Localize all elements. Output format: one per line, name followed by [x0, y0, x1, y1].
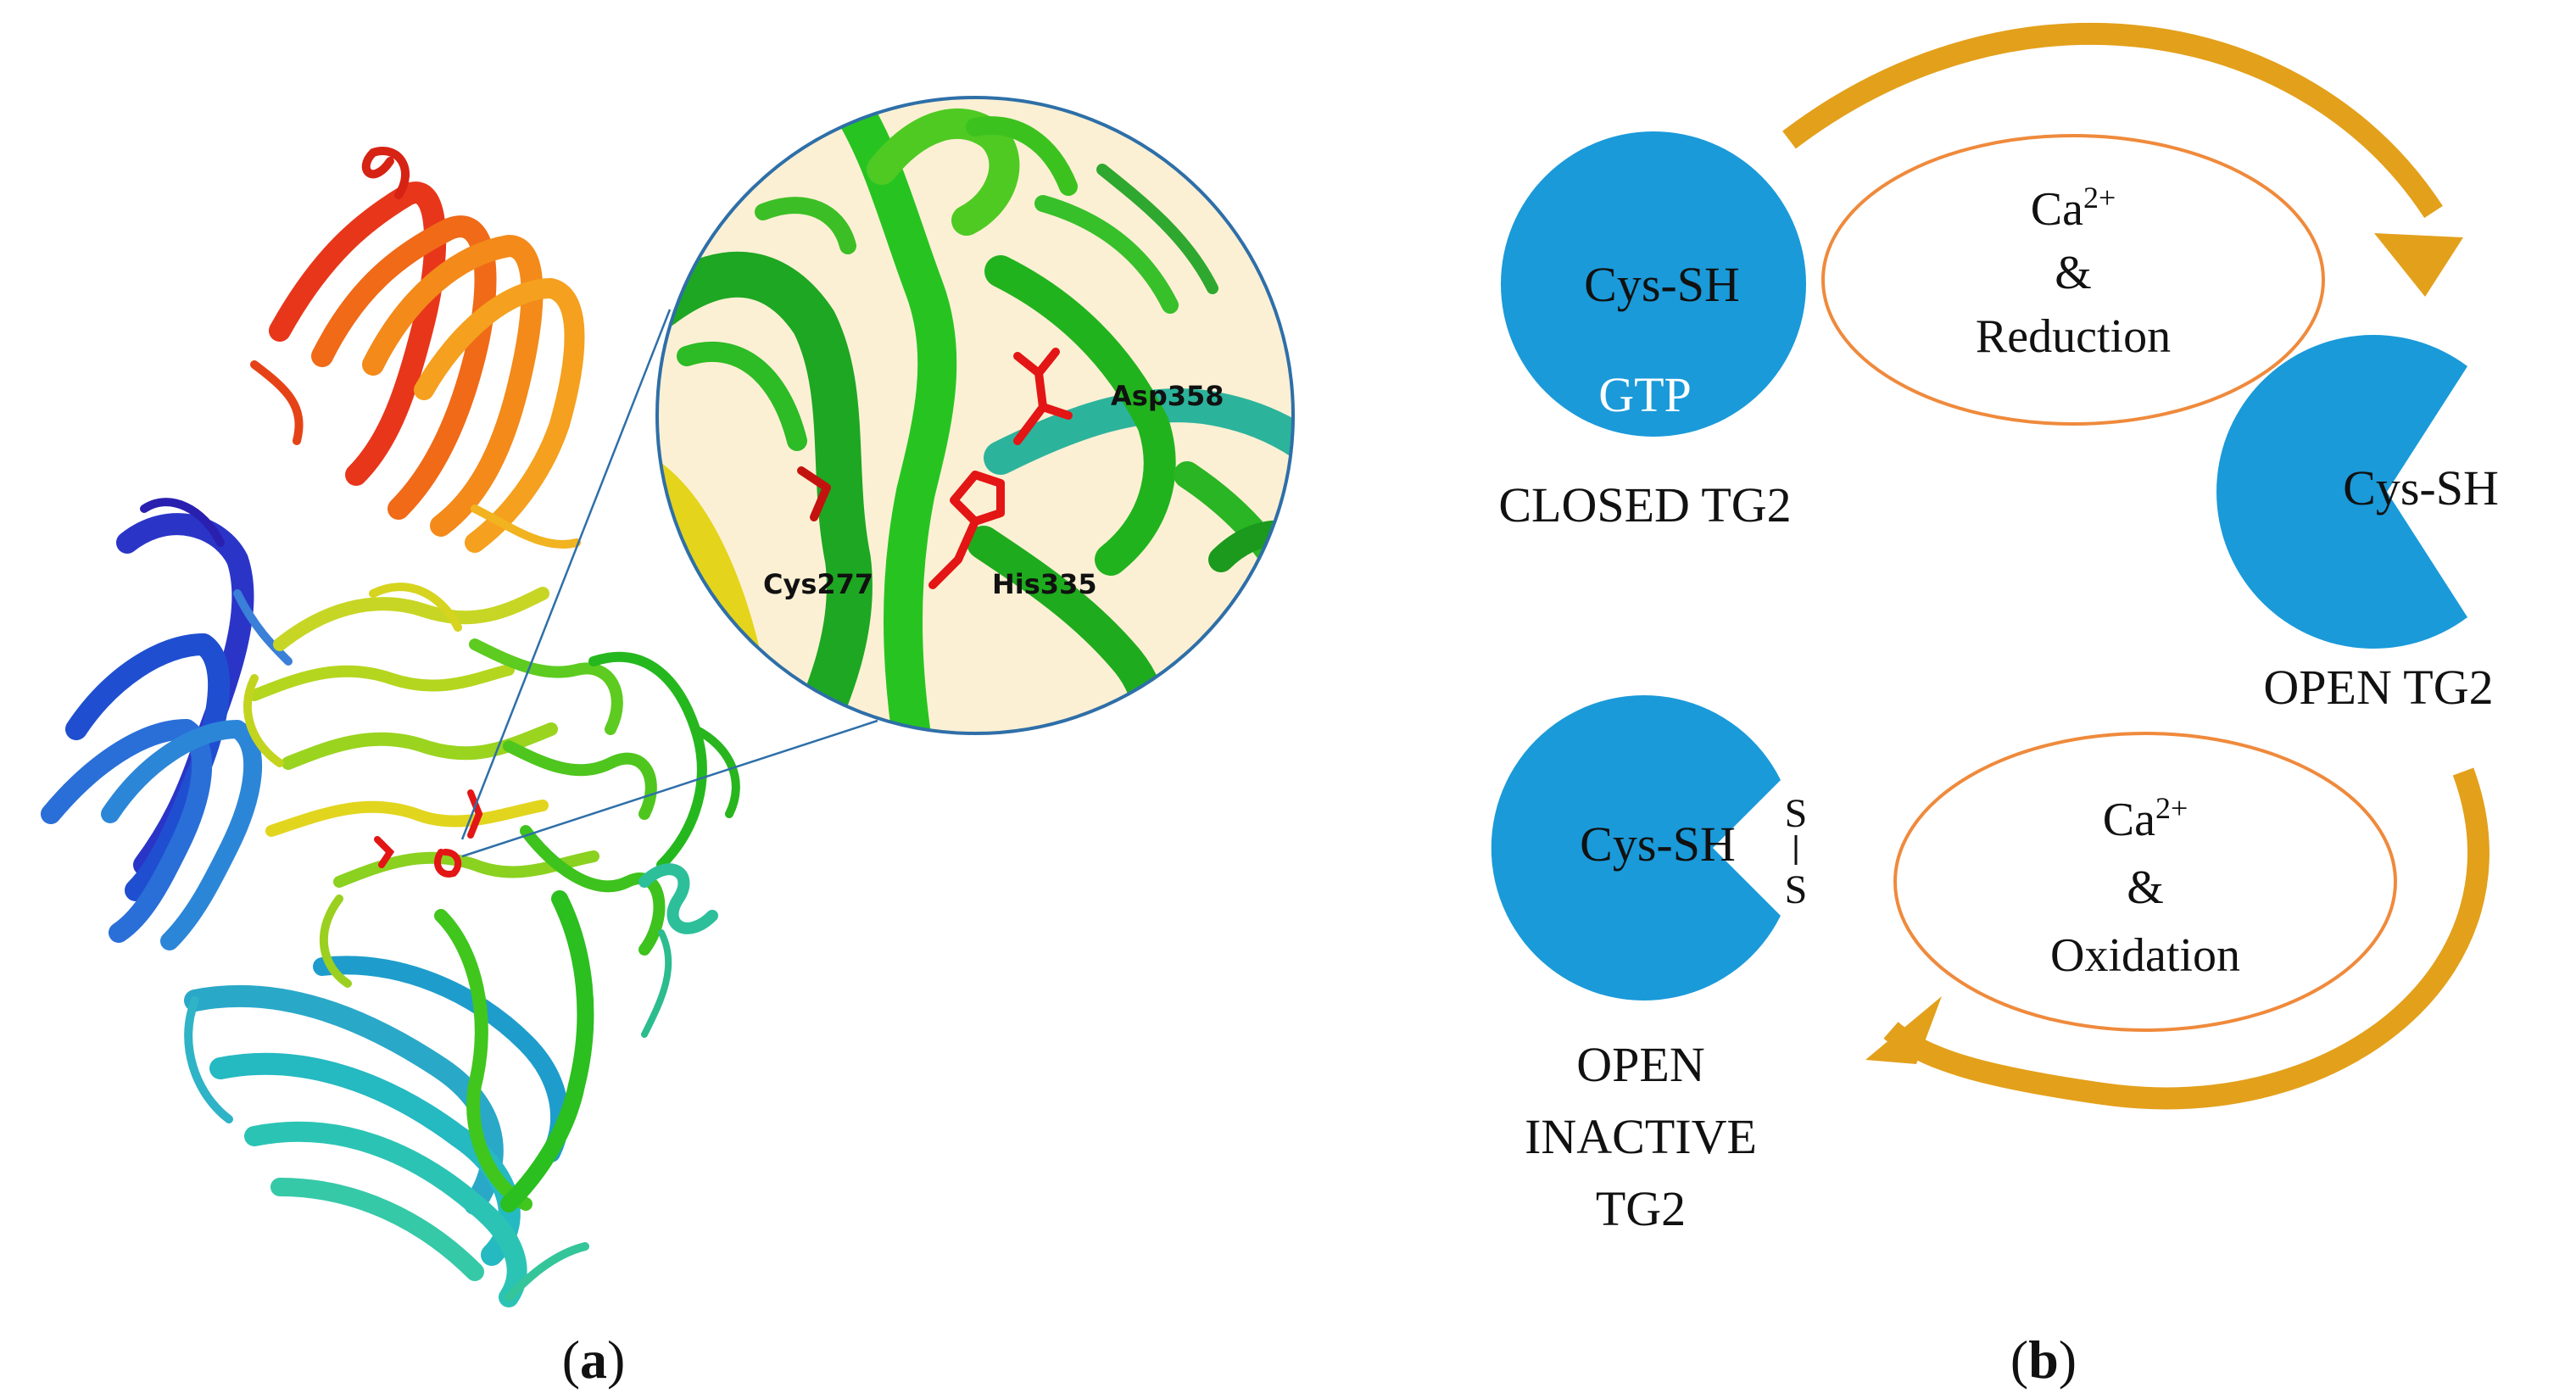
label-asp358: Asp358: [1111, 380, 1224, 412]
reduction-amp: &: [2055, 247, 2092, 299]
arrow-open-to-inactive: [1883, 767, 2490, 1110]
closed-tg2-enzyme: [1501, 131, 1806, 437]
inactive-caption-1: OPEN: [1576, 1037, 1704, 1092]
oxidation-amp: &: [2127, 861, 2164, 914]
closed-cys-sh: Cys-SH: [1584, 257, 1740, 312]
label-his335: His335: [992, 568, 1097, 600]
panel-a-label: (a): [562, 1329, 626, 1390]
active-site-zoom: Cys277 His335 Asp358: [655, 96, 1295, 735]
reduction-process: Reduction: [1976, 310, 2171, 363]
reduction-ellipse: [1821, 134, 2325, 426]
closed-gtp: GTP: [1598, 367, 1692, 422]
domain-red-orange: [250, 147, 585, 553]
closed-caption: CLOSED TG2: [1498, 477, 1791, 532]
reduction-ion: Ca2+: [2031, 181, 2116, 236]
active-site-residues: [374, 789, 483, 878]
oxidation-ellipse: [1893, 732, 2397, 1032]
helix-right: [638, 863, 718, 1038]
oxidation-process: Oxidation: [2050, 929, 2240, 982]
panel-b-label: (b): [2010, 1329, 2077, 1390]
inactive-s-bottom: S: [1785, 867, 1808, 912]
open-caption: OPEN TG2: [2263, 660, 2493, 715]
arrow-head-bottom: [1865, 996, 1942, 1064]
arrow-closed-to-open: [1782, 22, 2443, 219]
domain-blue: [41, 498, 293, 950]
open-cys-sh: Cys-SH: [2343, 460, 2499, 516]
inactive-caption-2: INACTIVE: [1525, 1109, 1757, 1164]
inactive-caption-3: TG2: [1596, 1181, 1686, 1236]
protein-structure: [41, 147, 740, 1307]
domain-teal: [184, 956, 589, 1307]
label-cys277: Cys277: [763, 568, 873, 600]
zoom-residues: [797, 348, 1073, 589]
arrow-head-top: [2374, 233, 2463, 297]
domain-core: [243, 582, 740, 1212]
inactive-tg2-enzyme: [1491, 694, 1781, 1000]
oxidation-ion: Ca2+: [2103, 791, 2188, 846]
tg2-schematic: Ca2+ & Reduction Cys-SH GTP CLOSED TG2 C…: [1491, 22, 2499, 1236]
open-tg2-enzyme: [2216, 334, 2467, 649]
inactive-s-top: S: [1785, 791, 1808, 836]
inactive-cys-sh: Cys-SH: [1580, 817, 1736, 872]
zoom-connectors: [460, 309, 878, 858]
